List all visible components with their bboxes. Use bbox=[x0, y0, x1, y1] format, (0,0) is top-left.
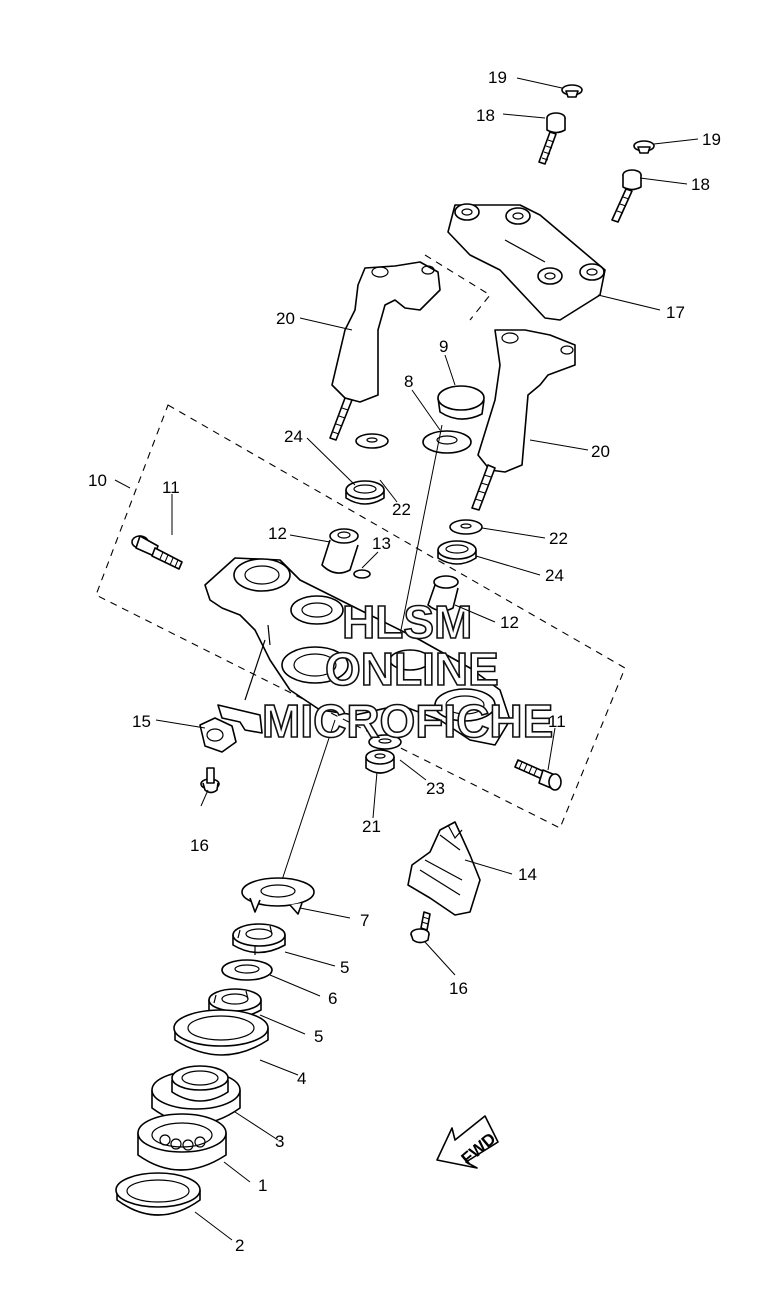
washer-22-left bbox=[355, 433, 389, 449]
washer-22-right bbox=[449, 519, 483, 535]
washer-6 bbox=[221, 959, 273, 981]
pinch-bolt-11-right bbox=[514, 759, 562, 791]
bearing-1 bbox=[137, 1113, 227, 1171]
watermark-line-2: ONLINE bbox=[325, 643, 499, 695]
callout-23: 23 bbox=[426, 779, 445, 798]
cap-nut-9 bbox=[437, 385, 485, 420]
callout-4: 4 bbox=[297, 1069, 306, 1088]
callout-1: 1 bbox=[258, 1176, 267, 1195]
clip-13 bbox=[353, 569, 371, 579]
watermark: HLSM ONLINE MICROFICHE bbox=[261, 595, 554, 748]
callout-10: 10 bbox=[88, 471, 107, 490]
damper-24-right bbox=[437, 540, 477, 565]
seal-2 bbox=[115, 1172, 201, 1216]
stem-line-7 bbox=[281, 719, 336, 881]
callout-5-upper: 5 bbox=[340, 958, 349, 977]
callout-15: 15 bbox=[132, 712, 151, 731]
callout-2: 2 bbox=[235, 1236, 244, 1255]
washer-23 bbox=[368, 734, 402, 750]
callout-22-left: 22 bbox=[392, 500, 411, 519]
callout-24-right: 24 bbox=[545, 566, 564, 585]
bolt-18-right bbox=[611, 169, 642, 223]
leader-lines bbox=[114, 77, 699, 1241]
callout-7: 7 bbox=[360, 911, 369, 930]
hose-guide-14 bbox=[407, 821, 481, 916]
lower-holder-20-left bbox=[329, 261, 441, 441]
washer-8 bbox=[422, 430, 472, 454]
callout-20-right: 20 bbox=[591, 442, 610, 461]
callout-17: 17 bbox=[666, 303, 685, 322]
callout-11-left: 11 bbox=[162, 478, 180, 497]
cap-19-right bbox=[633, 140, 655, 154]
callout-12-left: 12 bbox=[268, 524, 287, 543]
callout-6: 6 bbox=[328, 989, 337, 1008]
callout-16-right: 16 bbox=[449, 979, 468, 998]
callout-5-lower: 5 bbox=[314, 1027, 323, 1046]
callout-3: 3 bbox=[275, 1132, 284, 1151]
bolt-18-upper bbox=[538, 112, 566, 165]
pinch-bolt-11-left bbox=[131, 535, 183, 570]
upper-bracket bbox=[204, 557, 511, 746]
callout-8: 8 bbox=[404, 372, 413, 391]
upper-bracket-link-line bbox=[424, 254, 491, 321]
callout-9: 9 bbox=[439, 337, 448, 356]
ring-nut-5-upper bbox=[232, 923, 286, 955]
collar-12-right bbox=[427, 575, 459, 612]
damper-24-left bbox=[345, 480, 385, 505]
stem-line-9 bbox=[399, 424, 443, 636]
watermark-line-3: MICROFICHE bbox=[262, 695, 553, 747]
forward-arrow: FWD bbox=[436, 1115, 499, 1169]
callout-18-top: 18 bbox=[476, 106, 495, 125]
callout-12-right: 12 bbox=[500, 613, 519, 632]
callout-18-right: 18 bbox=[691, 175, 710, 194]
collar-12-left bbox=[321, 528, 359, 574]
lock-washer-7 bbox=[241, 877, 315, 915]
callout-16-left: 16 bbox=[190, 836, 209, 855]
cap-19-upper bbox=[561, 84, 583, 98]
callout-11-right: 11 bbox=[548, 712, 566, 731]
callout-labels: 19 18 19 18 17 20 9 8 20 24 22 10 11 12 … bbox=[88, 68, 721, 1255]
callout-19-top: 19 bbox=[488, 68, 507, 87]
bolt-16-right bbox=[410, 911, 431, 944]
nut-21 bbox=[365, 749, 395, 774]
callout-24-left: 24 bbox=[284, 427, 303, 446]
callout-20-left: 20 bbox=[276, 309, 295, 328]
lower-holder-20-right bbox=[471, 329, 576, 511]
watermark-line-1: HLSM bbox=[342, 596, 472, 648]
callout-21: 21 bbox=[362, 817, 381, 836]
callout-22-right: 22 bbox=[549, 529, 568, 548]
callout-19-right: 19 bbox=[702, 130, 721, 149]
bolt-16-left bbox=[200, 767, 220, 794]
upper-holder-17 bbox=[447, 203, 606, 321]
dust-seal-4 bbox=[173, 1009, 269, 1056]
hose-guide-15 bbox=[199, 704, 263, 753]
bracket-assembly-outline bbox=[95, 404, 626, 829]
callout-14: 14 bbox=[518, 865, 537, 884]
callout-13: 13 bbox=[372, 534, 391, 553]
